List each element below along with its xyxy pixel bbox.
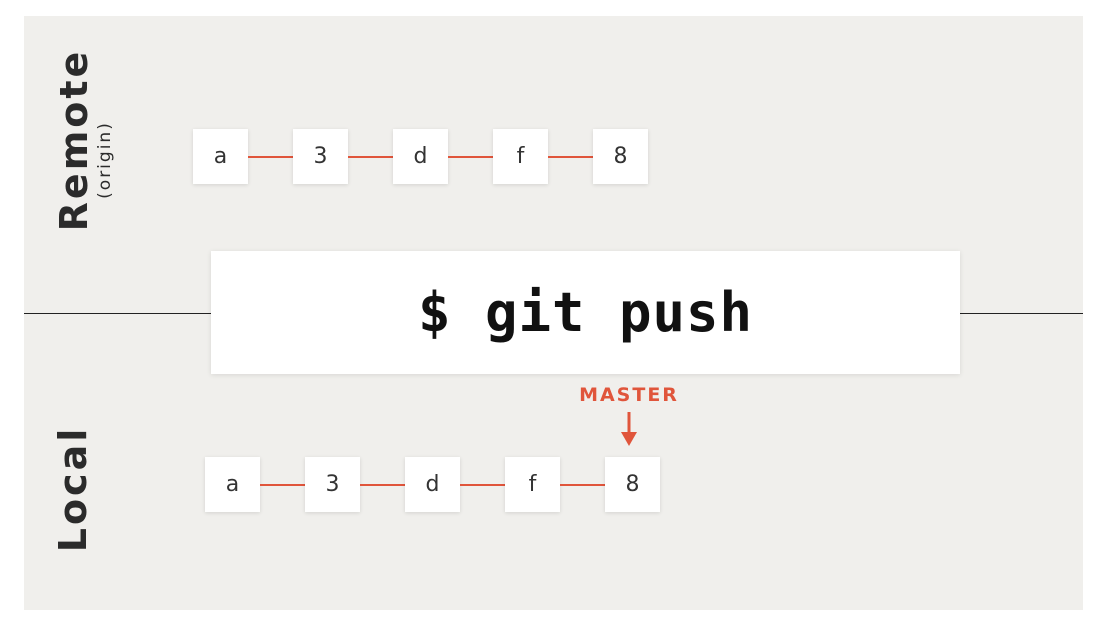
local-commit: 3 [305, 457, 360, 512]
commit-link [548, 156, 593, 158]
local-commit: 8 [605, 457, 660, 512]
local-commit: d [405, 457, 460, 512]
commit-link [348, 156, 393, 158]
commit-link [460, 484, 505, 486]
remote-commit: 3 [293, 129, 348, 184]
diagram-canvas: Remote (origin) Local a 3 d f 8 $ git pu… [24, 16, 1083, 610]
remote-commit: 8 [593, 129, 648, 184]
local-section-label: Local [51, 425, 95, 553]
commit-link [560, 484, 605, 486]
commit-link [360, 484, 405, 486]
remote-section-label: Remote [52, 48, 96, 232]
git-push-command: $ git push [417, 281, 754, 344]
remote-commit: d [393, 129, 448, 184]
local-commit: f [505, 457, 560, 512]
master-branch-label: MASTER [579, 384, 679, 406]
commit-link [448, 156, 493, 158]
remote-commit: a [193, 129, 248, 184]
master-pointer-arrow-icon [621, 412, 637, 446]
command-box: $ git push [211, 251, 960, 374]
local-commit: a [205, 457, 260, 512]
commit-link [248, 156, 293, 158]
remote-commit: f [493, 129, 548, 184]
commit-link [260, 484, 305, 486]
origin-sublabel: (origin) [95, 121, 115, 199]
